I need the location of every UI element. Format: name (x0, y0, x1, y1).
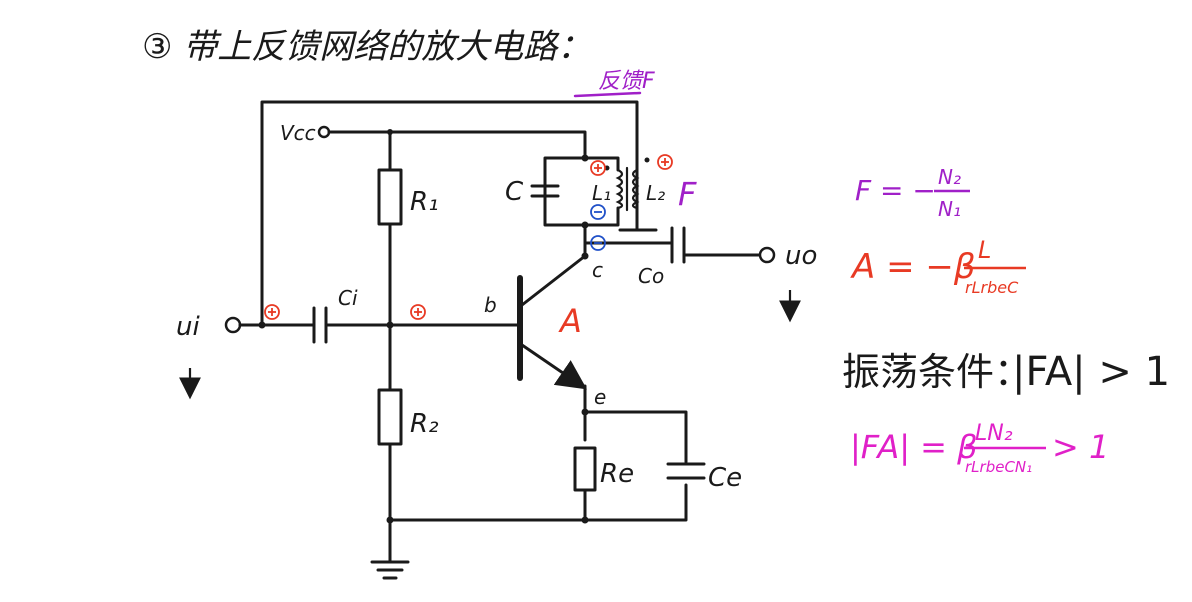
condition-expr: |FA| > 1 (1012, 349, 1170, 395)
tank-right-bottom (583, 206, 620, 227)
tank-frame (543, 156, 587, 227)
uo-label: uo (785, 241, 817, 271)
r1-label: R₁ (410, 187, 439, 217)
junction-collector (581, 252, 589, 260)
polarity-plus-base (410, 304, 426, 320)
node-b-label: b (484, 293, 497, 317)
junction-ground (386, 516, 394, 524)
junction-tank-bottom (581, 221, 589, 229)
tank-right-side (583, 156, 620, 172)
r2-label: R₂ (410, 409, 439, 439)
ce-label: Ce (708, 463, 742, 493)
fa-formula-den: rLrbeCN₁ (965, 458, 1032, 476)
r2-resistor (377, 388, 403, 446)
bottom-rail (388, 483, 688, 522)
vcc-rail (327, 130, 587, 160)
l2-label: L₂ (646, 181, 665, 205)
feedback-coil-label: F (678, 175, 697, 213)
a-formula-lhs: A = −β (850, 247, 976, 287)
f-formula-num: N₂ (938, 165, 961, 189)
r1-resistor (377, 168, 403, 226)
condition-label: 振荡条件： (842, 350, 1032, 394)
re-label: Re (600, 459, 634, 489)
polarity-minus-tank-bottom (590, 204, 606, 220)
junction-vcc-r1 (387, 129, 393, 135)
polarity-plus-input (264, 304, 280, 320)
feedback-label: 反馈F (598, 69, 655, 94)
ci-label: Ci (338, 286, 358, 310)
l1-coil-icon (615, 168, 624, 210)
co-label: Co (638, 264, 664, 288)
node-c-label: c (592, 258, 603, 282)
l2-coil-icon (631, 168, 640, 210)
uo-terminal (758, 246, 776, 264)
page-title: ③ 带上反馈网络的放大电路： (142, 27, 591, 67)
polarity-minus-collector (590, 235, 606, 251)
l2-dot (644, 157, 650, 163)
junction-input (258, 321, 266, 329)
re-resistor (573, 446, 597, 492)
feedback-wire (260, 100, 639, 327)
f-formula-lhs: F = − (855, 174, 936, 207)
node-e-label: e (594, 385, 606, 409)
c-label: C (505, 177, 524, 207)
junction-base (386, 321, 394, 329)
transistor-emitter (520, 343, 587, 390)
vcc-label: Vcc (280, 121, 316, 145)
l1-label: L₁ (592, 181, 611, 205)
junction-re-bottom (581, 516, 589, 524)
f-formula-den: N₁ (938, 197, 961, 221)
feedback-arrow (573, 91, 642, 98)
ui-label: ui (176, 312, 200, 342)
amp-label: A (558, 302, 582, 340)
junction-emitter (581, 408, 589, 416)
polarity-plus-l2 (657, 154, 673, 170)
ui-terminal (224, 316, 242, 334)
fa-formula-lhs: |FA| = β (850, 428, 978, 466)
polarity-plus-tank-top (590, 160, 606, 176)
a-formula-den: rLrbeC (965, 278, 1019, 297)
emitter-to-ce (583, 410, 688, 464)
transistor-collector (520, 254, 587, 307)
fa-formula-num: LN₂ (975, 421, 1013, 446)
junction-tank-top (581, 154, 589, 162)
fa-formula-rhs: > 1 (1052, 428, 1109, 466)
a-formula-num: L (978, 236, 991, 264)
